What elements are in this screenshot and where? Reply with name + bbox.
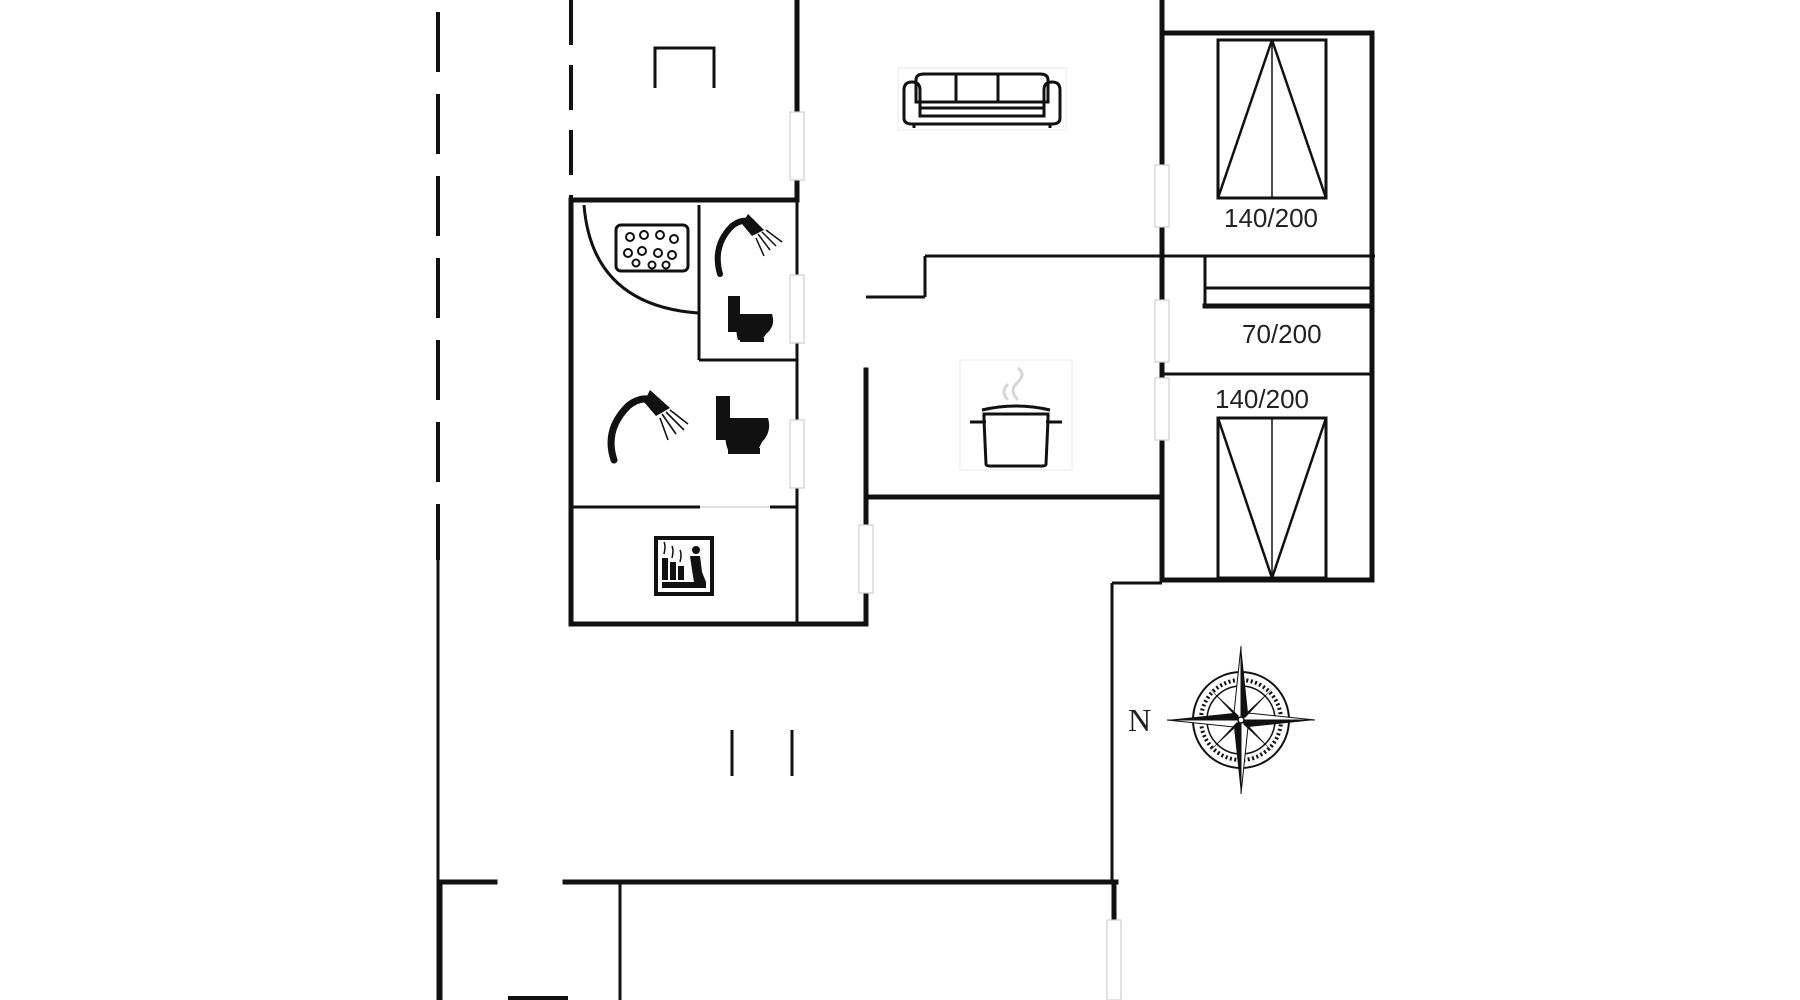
sofa-icon	[897, 67, 1067, 131]
toilet-icon	[728, 296, 774, 342]
bed-size-label-bottom: 140/200	[1215, 384, 1309, 414]
toilet-icon	[716, 396, 770, 454]
doors	[700, 111, 1170, 1000]
door-utility-living	[789, 111, 805, 181]
door-cubicle	[789, 274, 805, 344]
sauna-icon	[654, 536, 714, 596]
compass-rose-icon	[1166, 645, 1316, 795]
double-bed-icon	[1216, 38, 1328, 200]
shower-icon	[607, 390, 689, 464]
single-bed-icon	[1205, 288, 1372, 306]
door-bedroom-middle	[1154, 299, 1170, 363]
door-bath2	[789, 419, 805, 489]
bed-size-label-top: 140/200	[1224, 203, 1318, 233]
double-bed-icon	[1216, 416, 1328, 580]
cooking-pot-icon	[959, 359, 1073, 471]
compass-north-label: N	[1128, 702, 1152, 738]
door-bedroom-bottom	[1154, 377, 1170, 441]
shower-icon	[714, 214, 783, 277]
spa-hot-tub-icon	[582, 204, 699, 315]
door-bottom	[1106, 919, 1122, 1000]
utility-fixture	[653, 46, 716, 88]
bottom-fixture	[508, 996, 568, 1000]
bed-size-label-middle: 70/200	[1242, 319, 1322, 349]
door-hall-left	[858, 524, 874, 594]
door-bedroom-top	[1154, 164, 1170, 228]
